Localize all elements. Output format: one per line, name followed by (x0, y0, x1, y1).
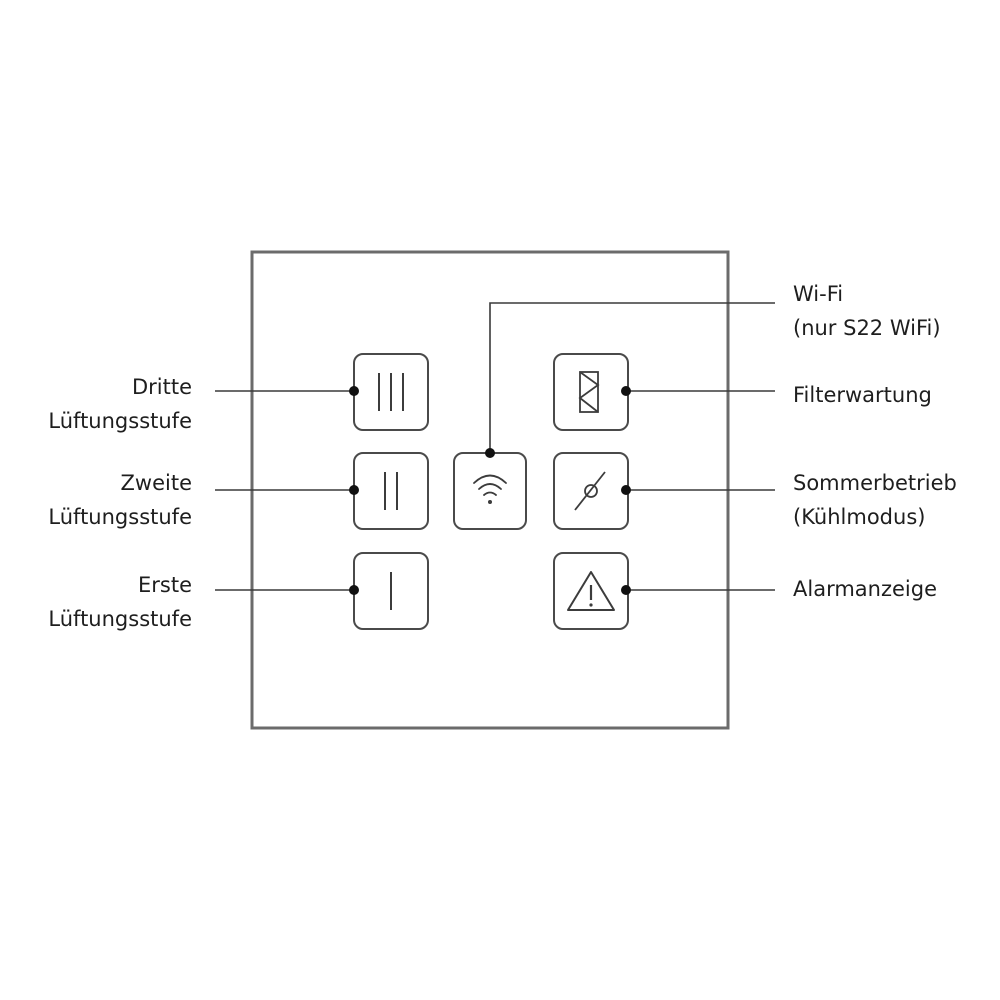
wifi-button[interactable] (453, 452, 527, 530)
dot-alarm (621, 585, 631, 595)
fan-level-2-button-frame (353, 452, 429, 530)
label-wifi-line2: (nur S22 WiFi) (793, 316, 941, 340)
label-fan-level-1-line2: Lüftungsstufe (48, 607, 192, 631)
label-summer-line2: (Kühlmodus) (793, 505, 926, 529)
label-summer: Sommerbetrieb (Kühlmodus) (793, 466, 957, 534)
label-alarm-line1: Alarmanzeige (793, 577, 937, 601)
three-bars-icon (378, 373, 404, 411)
dot-fan-level-3 (349, 386, 359, 396)
warning-triangle-icon (567, 571, 615, 611)
label-fan-level-2: Zweite Lüftungsstufe (48, 466, 192, 534)
label-wifi-line1: Wi-Fi (793, 282, 844, 306)
filter-button[interactable] (553, 353, 629, 431)
two-bars-icon (384, 472, 398, 510)
leader-lines (215, 302, 775, 591)
label-summer-line1: Sommerbetrieb (793, 471, 957, 495)
label-alarm: Alarmanzeige (793, 572, 937, 606)
connector-dots (349, 386, 631, 595)
label-fan-level-3-line2: Lüftungsstufe (48, 409, 192, 433)
label-filter-line1: Filterwartung (793, 383, 932, 407)
dot-fan-level-2 (349, 485, 359, 495)
wifi-button-frame (453, 452, 527, 530)
dot-wifi (485, 448, 495, 458)
label-filter: Filterwartung (793, 378, 932, 412)
alarm-button[interactable] (553, 552, 629, 630)
dot-fan-level-1 (349, 585, 359, 595)
fan-level-3-button[interactable] (353, 353, 429, 431)
filter-button-frame (553, 353, 629, 431)
filter-icon (578, 371, 600, 413)
label-fan-level-2-line2: Lüftungsstufe (48, 505, 192, 529)
label-wifi: Wi-Fi (nur S22 WiFi) (793, 277, 941, 345)
dot-filter (621, 386, 631, 396)
label-fan-level-3-line1: Dritte (131, 375, 192, 399)
label-fan-level-3: Dritte Lüftungsstufe (48, 370, 192, 438)
fan-level-1-button[interactable] (353, 552, 429, 630)
bypass-damper-icon (574, 471, 606, 511)
wifi-icon (473, 474, 507, 504)
leader-line-wifi (489, 302, 775, 453)
label-fan-level-1: Erste Lüftungsstufe (48, 568, 192, 636)
dot-summer (621, 485, 631, 495)
summer-mode-button[interactable] (553, 452, 629, 530)
fan-level-2-button[interactable] (353, 452, 429, 530)
label-fan-level-2-line1: Zweite (120, 471, 192, 495)
label-fan-level-1-line1: Erste (138, 573, 192, 597)
